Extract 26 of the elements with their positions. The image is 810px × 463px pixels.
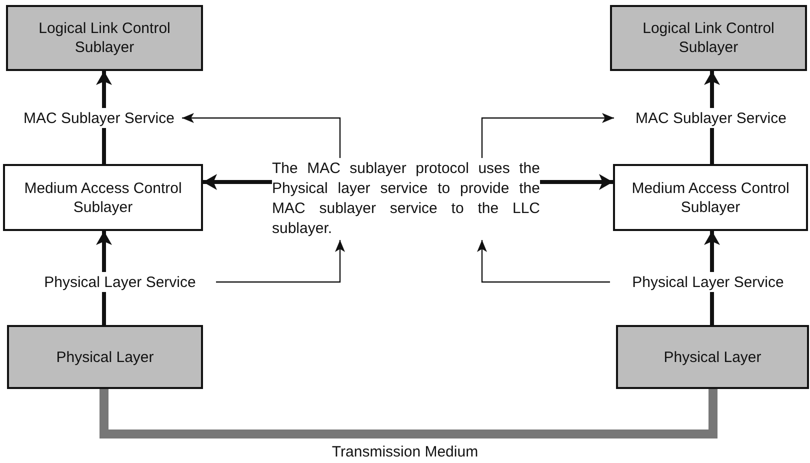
connector-line (102, 292, 106, 325)
layer-box: Medium Access Control Sublayer (3, 164, 203, 231)
service-label: MAC Sublayer Service (16, 108, 182, 128)
arrow (203, 174, 272, 190)
service-label: Physical Layer Service (610, 272, 806, 292)
layer-box: Logical Link Control Sublayer (6, 5, 203, 71)
arrow (704, 231, 720, 272)
arrow (182, 113, 341, 158)
arrow (216, 240, 345, 283)
arrow (540, 174, 613, 190)
service-label: Physical Layer Service (24, 272, 216, 292)
layer-box: Logical Link Control Sublayer (610, 5, 807, 71)
layer-box: Physical Layer (7, 325, 203, 389)
layer-box: Medium Access Control Sublayer (613, 164, 808, 231)
arrow (477, 240, 610, 283)
connector-line (100, 389, 718, 438)
connector-line (710, 128, 714, 164)
arrow (704, 71, 720, 108)
layer-box: Physical Layer (616, 325, 809, 389)
service-label: MAC Sublayer Service (614, 108, 808, 128)
connector-line (102, 128, 106, 164)
arrow (96, 71, 112, 108)
description-text: The MAC sublayer protocol uses the Physical layer service to provide the MAC sublayer service to the LLC sublayer. (272, 158, 540, 240)
arrow (481, 113, 614, 158)
connector-line (710, 292, 714, 325)
arrow (96, 231, 112, 272)
